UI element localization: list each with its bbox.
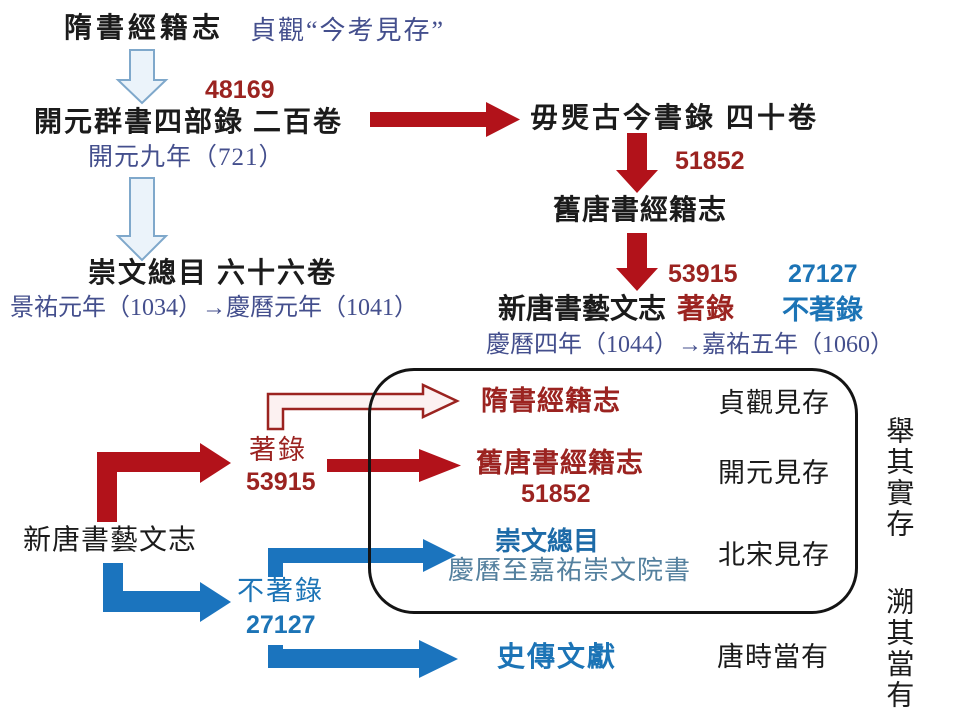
label-buzhulu-bottom: 不著錄 xyxy=(237,576,324,606)
dates-xintangshu: 慶曆四年（1044）→嘉祐五年（1060） xyxy=(486,332,894,358)
red-down-arrow-jiutangshu-to-xintangshu xyxy=(616,233,658,291)
box-row-chongwen-title: 崇文總目 xyxy=(495,527,600,556)
box-row-chongwen-subtitle: 慶曆至嘉祐崇文院書 xyxy=(448,556,692,585)
vertical-label-ju-qi-shi-cun: 舉其實存 xyxy=(882,416,914,540)
note-zhenguan-jiancun: 貞觀“今考見存” xyxy=(250,16,446,45)
title-jiutangshu-jingjizhi: 舊唐書經籍志 xyxy=(553,195,728,226)
blue-elbow-arrow-27127-to-shizhuan xyxy=(268,640,458,678)
date-kaiyuan-9: 開元九年（721） xyxy=(88,144,285,171)
red-arrow-zhulu-to-jiutangshu xyxy=(327,449,461,482)
red-right-arrow-kaiyuan-to-gujin xyxy=(370,102,520,137)
count-48169: 48169 xyxy=(205,76,275,104)
summary-box xyxy=(368,368,858,614)
box-row-suishu-status: 貞觀見存 xyxy=(718,388,830,418)
label-tangshi-dangyou: 唐時當有 xyxy=(717,642,829,672)
blue-elbow-arrow-xintangshu-to-buzhulu xyxy=(103,563,231,622)
label-shizhuan-wenxian: 史傳文獻 xyxy=(497,642,618,673)
count-27127-top: 27127 xyxy=(788,260,858,288)
dates-chongwen: 景祐元年（1034）→慶曆元年（1041） xyxy=(10,295,418,321)
count-53915-bottom: 53915 xyxy=(246,468,316,496)
label-buzhulu-top: 不著錄 xyxy=(782,295,863,325)
box-row-jiutangshu-count: 51852 xyxy=(521,480,591,508)
vertical-label-su-qi-dang-you: 溯其當有 xyxy=(882,587,914,711)
label-zhulu-bottom: 著錄 xyxy=(249,435,307,465)
title-xintangshu-yiwenzhi-top: 新唐書藝文志 xyxy=(498,294,667,325)
title-gujin-shulu: 毋煚古今書錄 四十卷 xyxy=(530,103,820,134)
hollow-down-arrow-kaiyuan-to-chongwen xyxy=(115,177,169,262)
title-kaiyuan-qunshu: 開元群書四部錄 二百卷 xyxy=(34,107,344,138)
box-row-chongwen-status: 北宋見存 xyxy=(718,540,830,570)
box-row-suishu-title: 隋書經籍志 xyxy=(481,386,621,416)
title-suishu-jingjizhi: 隋書經籍志 xyxy=(64,13,225,44)
title-chongwen-zongmu: 崇文總目 六十六卷 xyxy=(88,258,338,289)
red-elbow-arrow-xintangshu-to-zhulu xyxy=(97,443,231,522)
count-51852: 51852 xyxy=(675,147,745,175)
title-xintangshu-yiwenzhi-bottom: 新唐書藝文志 xyxy=(23,525,198,556)
count-53915-top: 53915 xyxy=(668,260,738,288)
blue-elbow-arrow-buzhulu-to-chongwen xyxy=(268,539,456,577)
label-zhulu-top: 著錄 xyxy=(677,294,736,325)
red-down-arrow-gujin-to-jiutangshu xyxy=(616,133,658,193)
hollow-down-arrow-sui-to-kaiyuan xyxy=(115,49,169,105)
count-27127-bottom: 27127 xyxy=(246,611,316,639)
box-row-jiutangshu-status: 開元見存 xyxy=(718,458,830,488)
box-row-jiutangshu-title: 舊唐書經籍志 xyxy=(476,448,644,478)
